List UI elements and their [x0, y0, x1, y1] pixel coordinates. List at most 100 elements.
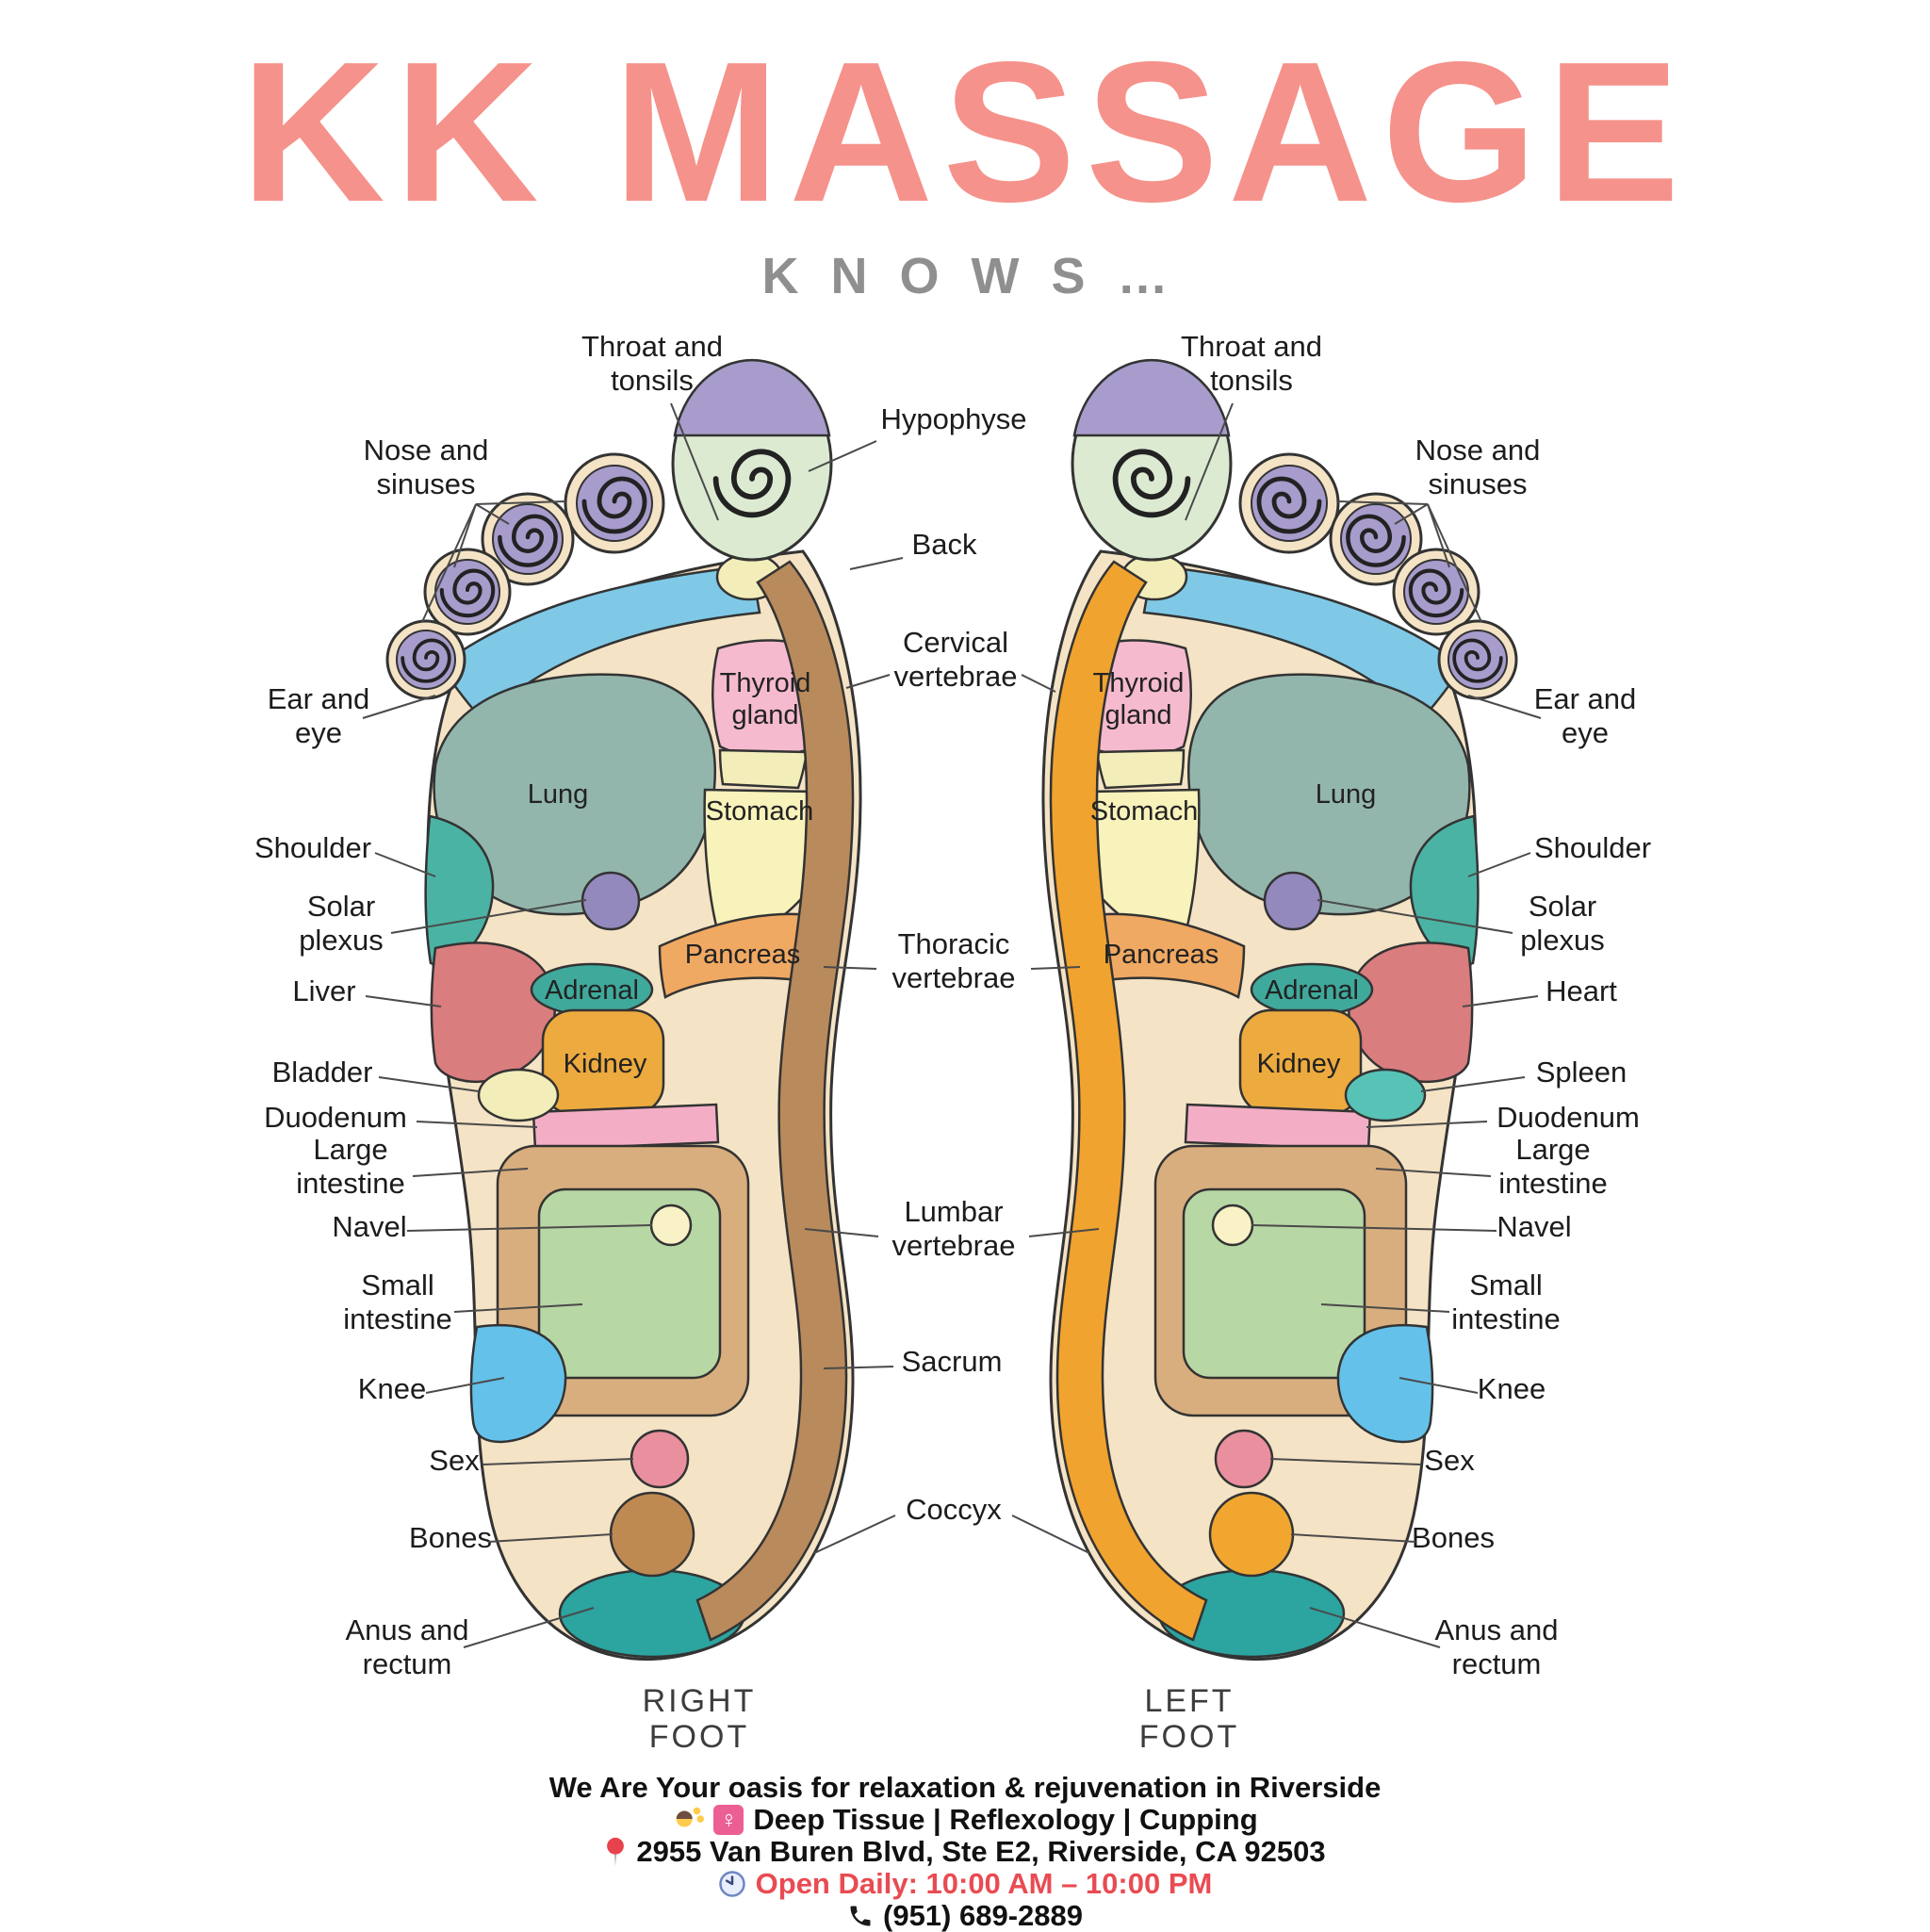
label-kidney-left: Kidney: [1257, 1049, 1341, 1079]
leader-line: [374, 852, 436, 877]
leader-line: [1309, 1607, 1441, 1648]
label-duodenum-L: Duodenum: [264, 1101, 407, 1134]
label-nose-sinuses-R2: sinuses: [1428, 467, 1527, 500]
label-anus-rectum-L1: Anus and: [346, 1613, 469, 1646]
label-large-intestine-R1: Large: [1515, 1133, 1590, 1166]
label-heart: Heart: [1546, 974, 1617, 1007]
label-sacrum: Sacrum: [902, 1345, 1003, 1378]
label-bladder: Bladder: [272, 1056, 373, 1089]
leader-line: [412, 1168, 529, 1177]
label-thoracic-2: vertebrae: [892, 961, 1016, 994]
leader-line: [1021, 674, 1056, 693]
label-small-intestine-L2: intestine: [343, 1302, 451, 1335]
label-shoulder-R: Shoulder: [1534, 831, 1651, 864]
leader-line: [670, 402, 719, 521]
label-liver: Liver: [292, 974, 355, 1007]
leader-line: [421, 503, 477, 623]
leader-line: [804, 1228, 879, 1237]
leader-line: [406, 1224, 653, 1232]
label-bones-L: Bones: [409, 1521, 492, 1554]
label-knee-R: Knee: [1478, 1372, 1546, 1405]
label-thyroid-left-1: Thyroid: [1093, 668, 1185, 698]
label-pancreas-right: Pancreas: [685, 940, 801, 970]
label-sex-L: Sex: [429, 1444, 480, 1477]
label-ear-eye-L2: eye: [295, 716, 342, 749]
label-thoracic-1: Thoracic: [898, 927, 1010, 960]
label-ear-eye-R2: eye: [1562, 716, 1609, 749]
label-kidney-right: Kidney: [564, 1049, 647, 1079]
leader-line: [1030, 966, 1081, 970]
region-bones-right: [609, 1491, 695, 1578]
label-large-intestine-R2: intestine: [1498, 1167, 1607, 1200]
label-knee-L: Knee: [358, 1372, 426, 1405]
label-lumbar-1: Lumbar: [904, 1195, 1003, 1228]
footer-phone: (951) 689-2889: [0, 1900, 1930, 1932]
right-foot: [387, 360, 860, 1659]
leader-line: [1398, 1377, 1479, 1394]
region-spleen: [1344, 1068, 1427, 1122]
label-solar-plexus-R2: plexus: [1520, 924, 1605, 957]
leader-line: [1420, 1076, 1526, 1092]
footer-tagline: We Are Your oasis for relaxation & rejuv…: [0, 1772, 1930, 1804]
leader-line: [1427, 503, 1450, 568]
label-nose-sinuses-L1: Nose and: [364, 434, 489, 467]
leader-line: [1467, 695, 1542, 719]
label-coccyx: Coccyx: [906, 1493, 1002, 1526]
leader-line: [1011, 1514, 1090, 1554]
label-nose-sinuses-L2: sinuses: [376, 467, 475, 500]
footer-services: ♀ Deep Tissue | Reflexology | Cupping: [0, 1804, 1930, 1836]
leader-line: [1028, 1228, 1100, 1237]
leader-line: [453, 503, 477, 568]
leader-line: [1366, 1121, 1488, 1128]
label-cervical-2: vertebrae: [894, 660, 1018, 693]
label-lumbar-2: vertebrae: [892, 1229, 1016, 1262]
leader-line: [365, 995, 442, 1007]
label-navel-R: Navel: [1497, 1210, 1571, 1243]
label-back: Back: [912, 528, 977, 561]
leader-line: [378, 1076, 480, 1092]
leader-line: [487, 1533, 613, 1543]
leader-line: [823, 1366, 894, 1369]
footer-address-text: 2955 Van Buren Blvd, Ste E2, Riverside, …: [636, 1835, 1326, 1868]
leader-line: [813, 1514, 896, 1554]
label-ear-eye-L1: Ear and: [268, 682, 370, 715]
label-sex-R: Sex: [1424, 1444, 1475, 1477]
label-solar-plexus-L1: Solar: [307, 890, 375, 923]
massage-icon: [672, 1804, 705, 1836]
label-pancreas-left: Pancreas: [1104, 940, 1219, 970]
region-bones-left: [1208, 1491, 1295, 1578]
footer-phone-text: (951) 689-2889: [883, 1899, 1083, 1932]
label-large-intestine-L2: intestine: [296, 1167, 404, 1200]
label-solar-plexus-L2: plexus: [299, 924, 384, 957]
footer: We Are Your oasis for relaxation & rejuv…: [0, 1772, 1930, 1932]
label-anus-rectum-R1: Anus and: [1435, 1613, 1559, 1646]
label-shoulder-L: Shoulder: [254, 831, 371, 864]
label-throat-tonsils-L1: Throat and: [581, 330, 723, 363]
leader-line: [1467, 852, 1531, 877]
label-small-intestine-L1: Small: [361, 1269, 434, 1302]
reflexology-diagram: Thyroid gland Stomach Lung Pancreas Adre…: [254, 330, 1651, 1755]
footer-hours-text: Open Daily: 10:00 AM – 10:00 PM: [755, 1867, 1213, 1900]
leader-line: [808, 440, 877, 472]
clock-icon: [718, 1870, 746, 1898]
leader-line: [482, 1458, 634, 1465]
label-anus-rectum-R2: rectum: [1452, 1647, 1542, 1680]
label-lung-right: Lung: [528, 779, 589, 810]
label-navel-L: Navel: [332, 1210, 406, 1243]
label-bones-R: Bones: [1412, 1521, 1495, 1554]
phone-icon: [847, 1903, 874, 1929]
label-lung-left: Lung: [1316, 779, 1377, 810]
leader-line: [1462, 995, 1539, 1007]
label-stomach-left: Stomach: [1090, 796, 1198, 827]
label-throat-tonsils-R2: tonsils: [1210, 364, 1293, 397]
leader-line: [845, 674, 891, 689]
caption-left-foot-2: FOOT: [1139, 1719, 1239, 1755]
label-throat-tonsils-R1: Throat and: [1181, 330, 1322, 363]
label-duodenum-R: Duodenum: [1497, 1101, 1640, 1134]
leader-line: [425, 1377, 505, 1394]
leader-line: [475, 500, 566, 505]
leader-line: [1290, 1533, 1416, 1543]
leader-line: [1320, 1303, 1450, 1313]
label-adrenal-left: Adrenal: [1265, 975, 1359, 1006]
label-ear-eye-R1: Ear and: [1534, 682, 1637, 715]
